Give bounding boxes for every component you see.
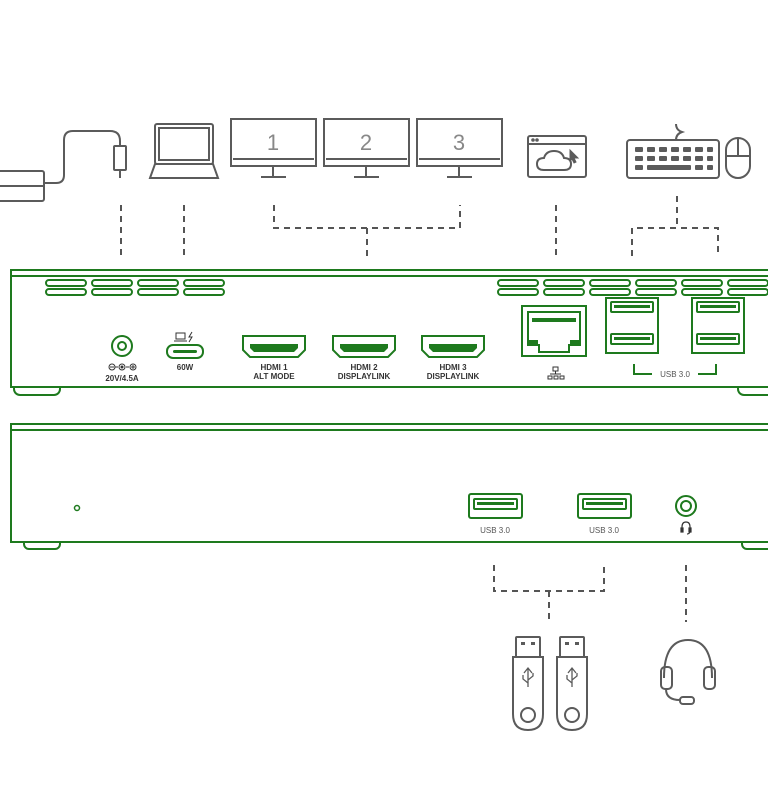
monitor-1-icon: 1 — [230, 118, 317, 178]
headset-icon — [660, 638, 716, 705]
hdmi2-label-line1: HDMI 2 — [350, 363, 378, 372]
monitor-3-label: 3 — [453, 130, 465, 155]
hdmi3-label-line1: HDMI 3 — [439, 363, 467, 372]
usb-flash-drive-icon — [512, 636, 544, 732]
hdmi1-label-line1: HDMI 1 — [260, 363, 288, 372]
dc-in-label: 20V/4.5A — [105, 374, 139, 383]
power-led — [73, 504, 81, 512]
rear-usb-ports — [605, 297, 745, 375]
vent-grille-left — [45, 279, 225, 296]
cloud-network-icon — [527, 135, 587, 178]
top-connector-lines — [120, 196, 719, 256]
bottom-connector-lines — [493, 565, 687, 622]
rear-usb-label: USB 3.0 — [660, 370, 690, 379]
hdmi2-port: HDMI 2 DISPLAYLINK — [332, 335, 396, 381]
front-usb-b-label: USB 3.0 — [589, 526, 619, 535]
usbc-power-label: 60W — [177, 363, 194, 372]
dock-rear-panel: 20V/4.5A 60W HDMI 1 ALT MODE HDMI 2 DIS — [10, 269, 768, 396]
dc-in-port: 20V/4.5A — [105, 335, 139, 383]
monitor-2-icon: 2 — [323, 118, 410, 178]
front-usb-port-a: USB 3.0 — [468, 493, 523, 535]
ethernet-port — [521, 305, 587, 380]
usbc-power-port: 60W — [166, 331, 204, 372]
laptop-charge-icon — [174, 331, 193, 343]
keyboard-icon — [626, 123, 720, 179]
hdmi3-port: HDMI 3 DISPLAYLINK — [421, 335, 485, 381]
hdmi3-label-line2: DISPLAYLINK — [427, 372, 480, 381]
small-headset-icon — [680, 521, 692, 535]
monitor-1-label: 1 — [267, 130, 279, 155]
audio-jack — [675, 495, 697, 535]
front-usb-a-label: USB 3.0 — [480, 526, 510, 535]
hdmi2-label-line2: DISPLAYLINK — [338, 372, 391, 381]
hdmi1-port: HDMI 1 ALT MODE — [242, 335, 306, 381]
dock-front-panel: USB 3.0 USB 3.0 — [10, 423, 768, 550]
monitor-3-icon: 3 — [416, 118, 503, 178]
mouse-icon — [725, 137, 751, 179]
hdmi1-label-line2: ALT MODE — [253, 372, 295, 381]
monitor-2-label: 2 — [360, 130, 372, 155]
power-adapter-icon — [0, 130, 127, 202]
front-usb-port-b: USB 3.0 — [577, 493, 632, 535]
laptop-icon — [148, 123, 220, 179]
dc-polarity-icon — [108, 363, 137, 371]
vent-grille-right — [497, 279, 768, 296]
usb-flash-drive-icon-2 — [556, 636, 588, 732]
network-icon — [547, 366, 565, 380]
